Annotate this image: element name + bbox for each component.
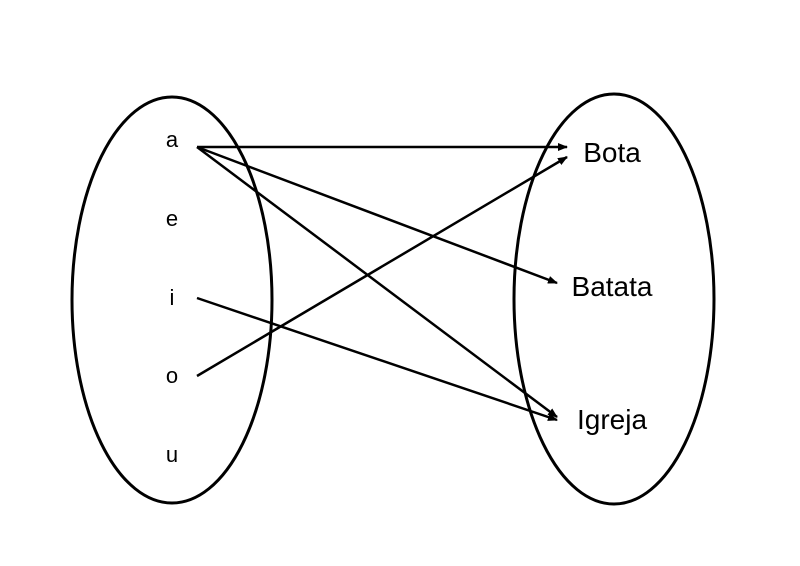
domain-element-o: o [165,363,179,388]
arrow-a-to-igreja [196,146,558,418]
domain-element-e: e [165,206,179,231]
codomain-ellipse [512,92,716,506]
codomain-element-bota: Bota [583,137,641,168]
codomain-element-igreja: Igreja [576,404,648,435]
arrow-a-to-batata [196,145,558,285]
codomain-element-batata: Batata [571,271,653,302]
domain-element-a: a [165,127,179,152]
arrow-o-to-bota [196,155,568,378]
arrow-i-to-igreja [196,296,558,422]
domain-ellipse [70,95,274,505]
domain-element-u: u [165,442,179,467]
domain-element-i: i [169,285,175,310]
